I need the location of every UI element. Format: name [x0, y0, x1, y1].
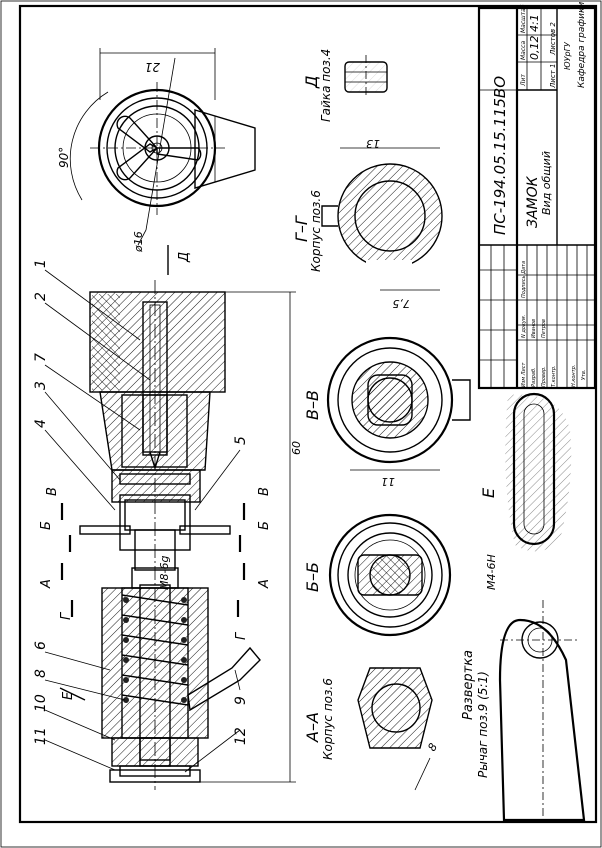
vv-title: В–В: [303, 390, 322, 420]
col-mass: Масса: [520, 41, 527, 60]
col-lit: Лит: [520, 74, 527, 87]
sheets-text: Листов 2: [549, 22, 557, 56]
org1-text: ЮУрГУ: [563, 41, 572, 70]
gg-caption: Корпус поз.6: [309, 190, 323, 272]
d-view-caption: Гайка поз.4: [319, 49, 333, 122]
title-block: ПС-194.05.15.115ВО ЗАМОК Вид общий Лит М…: [477, 2, 597, 390]
end-view: [69, 48, 256, 246]
pos-5: 5: [233, 436, 249, 445]
utv-label: Утв.: [581, 370, 587, 381]
section-bb: [328, 513, 452, 637]
pos-11: 11: [33, 727, 49, 745]
prov-label: Провер.: [541, 366, 547, 387]
dim-75: 7,5: [393, 297, 411, 310]
lever-development: [498, 600, 586, 822]
letter-g-left: Г: [59, 611, 74, 620]
dim-m8: M8-6g: [158, 556, 171, 590]
nut-view: [344, 55, 388, 98]
row-podp: Подпись Дата: [521, 261, 527, 298]
dim-60: 60: [290, 441, 303, 455]
dim-8: 8: [425, 741, 440, 754]
letter-v-left: В: [45, 487, 60, 496]
pos-1: 1: [33, 259, 49, 268]
prov-name: Петров: [541, 319, 547, 338]
pos-4: 4: [33, 419, 49, 428]
dim-13: 13: [366, 137, 380, 150]
section-letter-d-arrow: Д: [177, 252, 192, 263]
pos-12: 12: [233, 727, 249, 745]
row-ndoc: N докум.: [521, 315, 527, 338]
pos-2: 2: [33, 292, 49, 301]
pos-7: 7: [33, 353, 49, 362]
org2-text: Кафедра графики: [577, 2, 587, 88]
tkontr-label: Т.контр.: [551, 365, 557, 387]
dim-90: 90°: [57, 147, 71, 168]
section-vv: [326, 336, 471, 471]
razv-title: Развертка: [461, 650, 476, 720]
pos-10: 10: [33, 694, 49, 712]
dim-21: 21: [145, 60, 160, 74]
drawing-frame: [18, 4, 598, 824]
pos-8: 8: [33, 669, 49, 678]
section-gg: [321, 147, 443, 291]
letter-b-left: Б: [39, 521, 54, 530]
scale-value: 4:1: [528, 14, 541, 32]
section-aa: [357, 667, 433, 791]
razrab-label: Разраб.: [531, 367, 537, 387]
name-text: ЗАМОК: [525, 175, 541, 228]
d-view-title: Д: [302, 76, 321, 90]
dim-16: ø16: [132, 231, 145, 253]
col-scale: Масштаб: [520, 4, 527, 33]
aa-caption: Корпус поз.6: [321, 678, 335, 760]
dim-11: 11: [381, 475, 395, 488]
view-e: [505, 392, 572, 552]
pos-3: 3: [33, 381, 49, 390]
bb-title: Б–Б: [303, 562, 322, 592]
dim-m4: M4-6H: [485, 554, 498, 590]
razv-caption: Рычаг поз.9 (5:1): [476, 671, 490, 778]
mass-value: 0,12: [528, 36, 541, 61]
letter-g-right: Г: [234, 631, 249, 640]
subtitle-text: Вид общий: [540, 151, 553, 215]
pos-6: 6: [33, 641, 49, 650]
letter-v-right: В: [257, 487, 272, 496]
pos-9: 9: [233, 696, 249, 705]
aa-title: А–А: [303, 712, 322, 743]
gg-title: Г–Г: [292, 215, 311, 242]
e-title: Е: [479, 487, 498, 498]
designation-text: ПС-194.05.15.115ВО: [491, 76, 509, 235]
letter-a-right: А: [257, 579, 272, 589]
letter-e: Е: [61, 691, 76, 700]
main-assembly: [44, 269, 296, 790]
nkontr-label: Н.контр.: [571, 365, 577, 387]
letter-b-right: Б: [257, 521, 272, 530]
letter-a-left: А: [39, 579, 54, 589]
razrab-name: Иванов: [531, 319, 537, 338]
sheet-text: Лист 1: [549, 64, 557, 89]
row-izm: Изм Лист: [521, 361, 527, 387]
